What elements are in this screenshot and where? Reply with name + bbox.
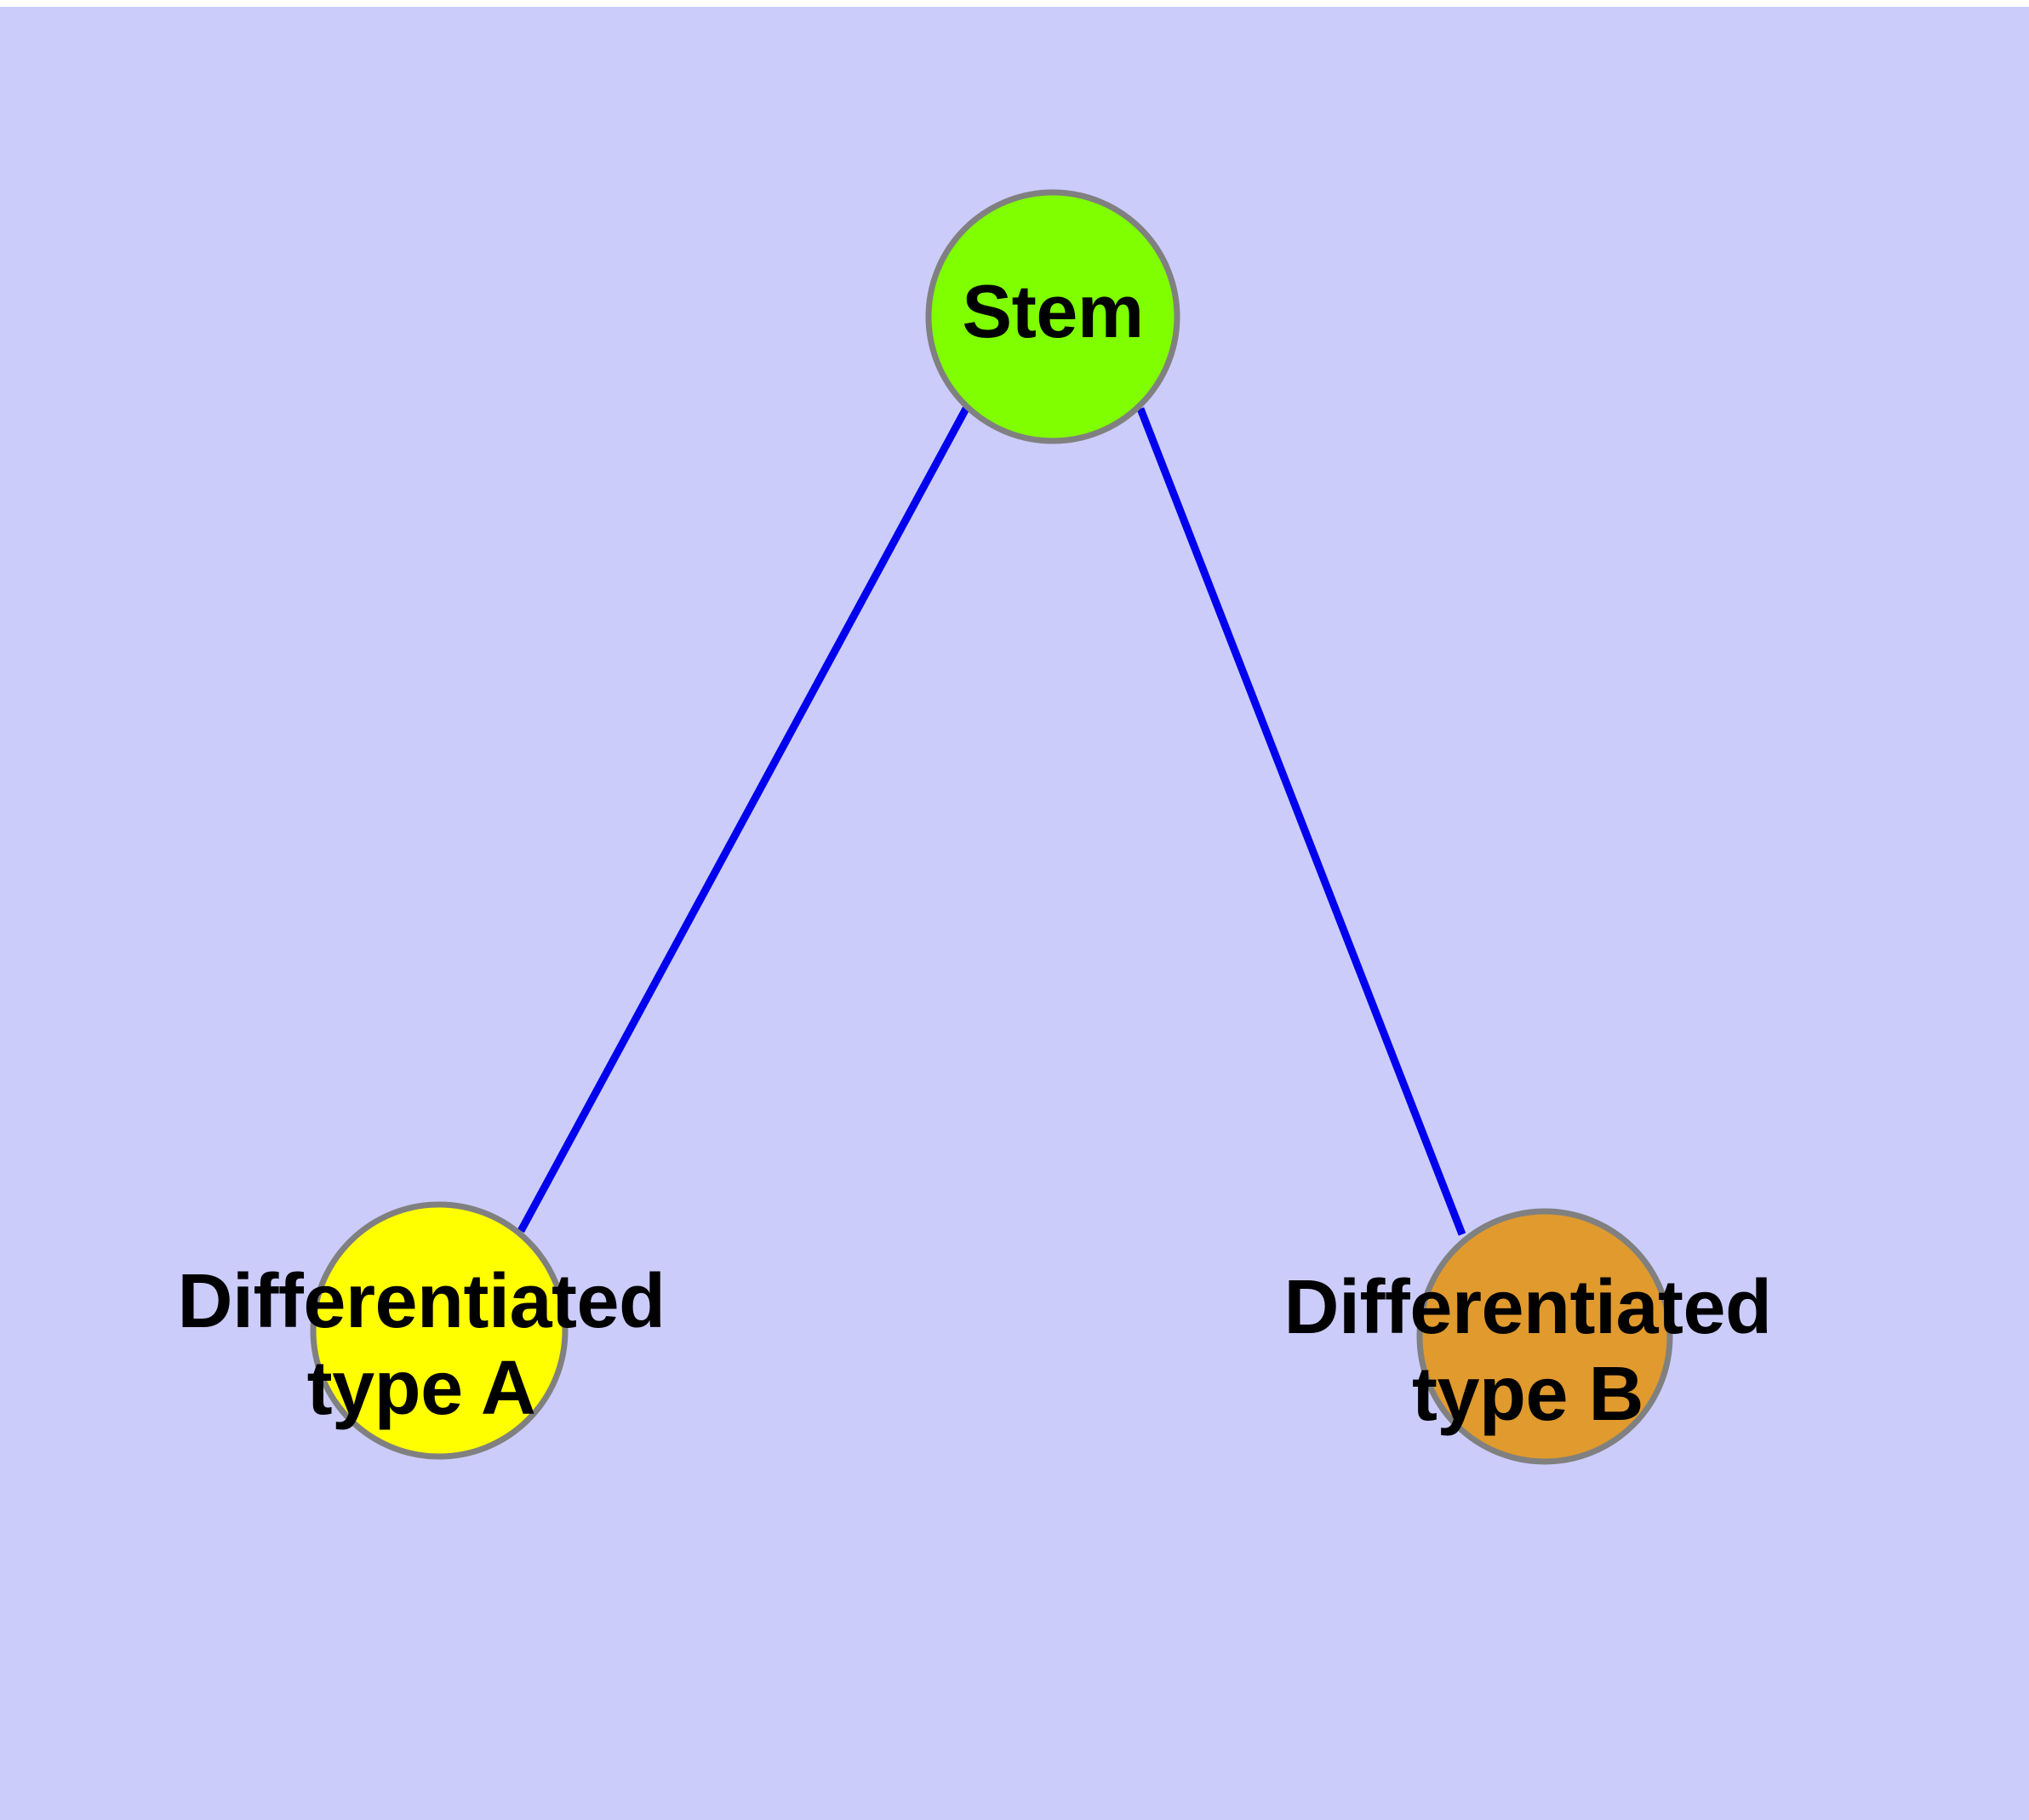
edge-stem-to-diff-b[interactable] (1136, 407, 1466, 1236)
node-differentiated-type-b[interactable] (1416, 1208, 1673, 1465)
node-layer (310, 189, 1673, 1465)
node-differentiated-type-a[interactable] (310, 1201, 569, 1460)
node-stem[interactable] (925, 189, 1180, 444)
edge-stem-to-diff-a[interactable] (517, 406, 969, 1233)
edge-layer (517, 406, 1466, 1236)
